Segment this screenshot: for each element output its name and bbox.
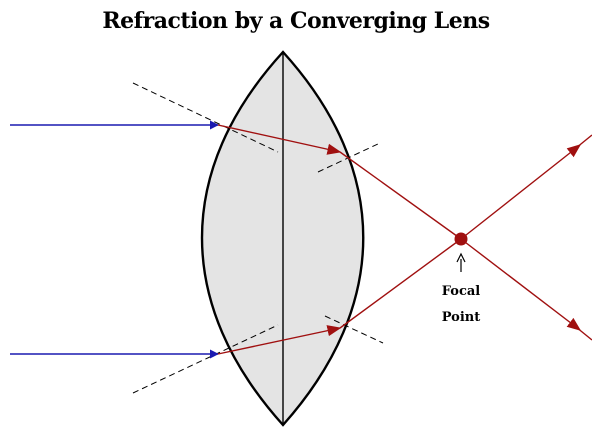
focal-label-line1: Focal: [442, 284, 481, 299]
diverging-ray-upper-tail: [576, 135, 592, 148]
diverging-ray-upper: [461, 145, 580, 239]
diverging-ray-lower-tail: [576, 327, 592, 340]
focal-label-line2: Point: [442, 310, 481, 325]
focal-point-dot: [455, 233, 468, 246]
